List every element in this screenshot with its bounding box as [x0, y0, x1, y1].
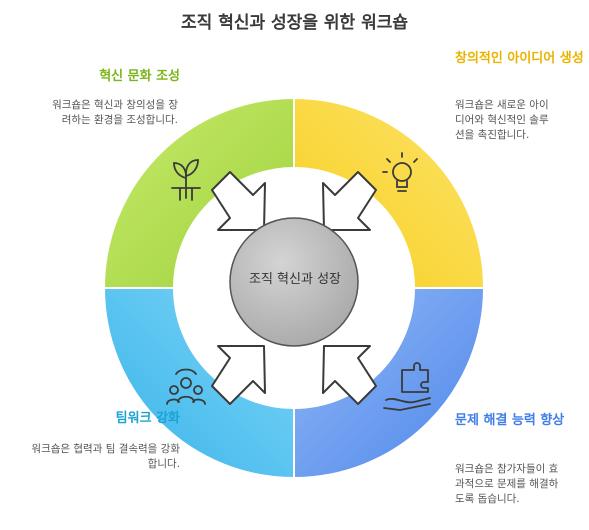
diagram-title: 조직 혁신과 성장을 위한 워크숍	[181, 13, 408, 33]
center-circle	[229, 217, 359, 347]
desc-innovation-culture: 워크숍은 혁신과 창의성을 장려하는 환경을 조성합니다.	[52, 99, 178, 126]
quadrant-bottom-right	[293, 287, 486, 480]
arrow-bottom-right	[322, 345, 377, 405]
heading-creative-ideas: 창의적인 아이디어 생성	[455, 51, 584, 66]
arrow-bottom-left	[211, 345, 266, 405]
center-label: 조직 혁신과 성장	[249, 272, 341, 287]
desc-teamwork: 워크숍은 협력과 팀 결속력을 강화합니다.	[31, 443, 180, 470]
sprout-icon	[171, 159, 201, 201]
heading-problem-solving: 문제 해결 능력 향상	[455, 413, 565, 428]
quadrant-top-left	[102, 96, 295, 289]
desc-problem-solving: 워크숍은 참가자들이 효과적으로 문제를 해결하도록 돕습니다.	[455, 463, 559, 505]
lightbulb-icon	[382, 152, 418, 192]
arrow-top-left	[211, 171, 266, 231]
puzzle-hand-icon	[383, 362, 431, 411]
arrow-top-right	[322, 171, 377, 231]
heading-innovation-culture: 혁신 문화 조성	[99, 69, 180, 84]
heading-teamwork: 팀워크 강화	[115, 411, 180, 426]
team-icon	[166, 368, 206, 405]
desc-creative-ideas: 워크숍은 새로운 아이디어와 혁신적인 솔루션을 촉진합니다.	[455, 99, 549, 141]
